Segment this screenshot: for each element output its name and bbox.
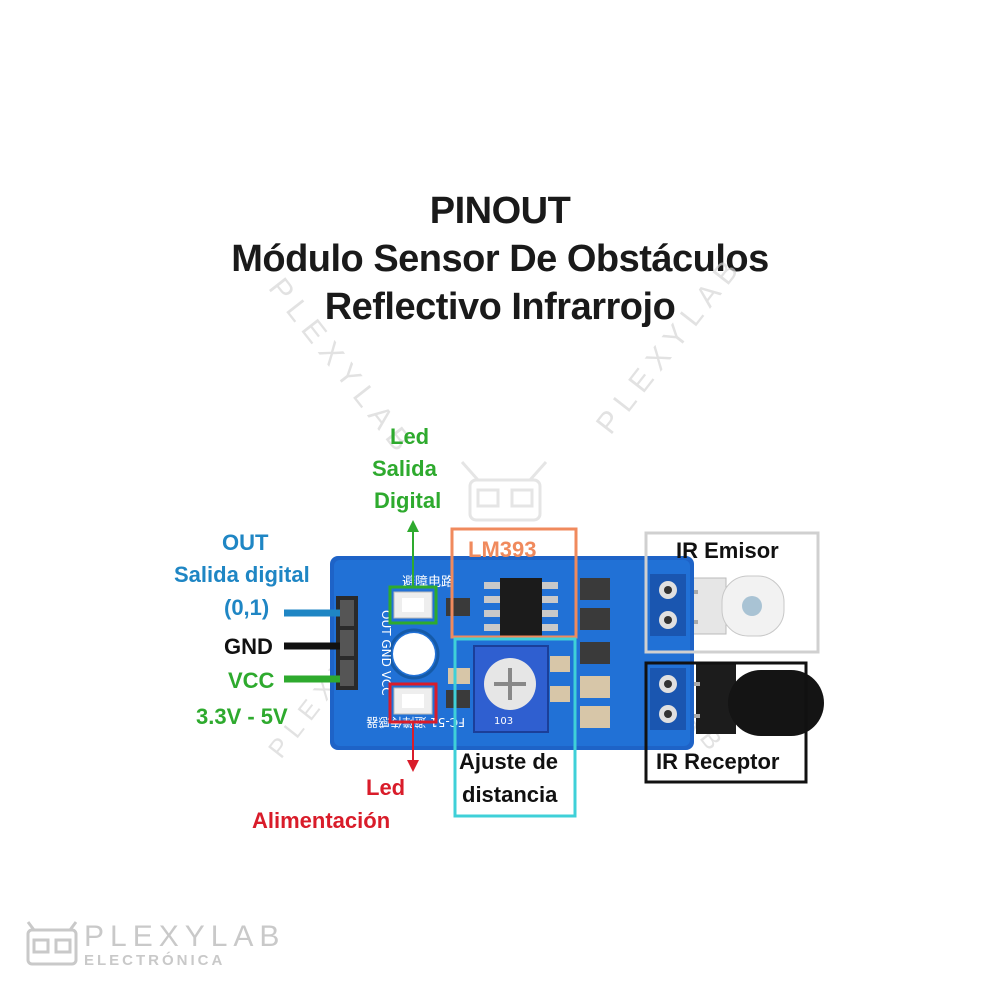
- vcc-label-2: 3.3V - 5V: [196, 704, 288, 729]
- title-line-1: PINOUT: [429, 190, 571, 232]
- robot-logo-icon: [26, 921, 78, 966]
- led-power-label-2: Alimentación: [252, 808, 391, 833]
- led-digital-label-3: Digital: [374, 488, 442, 513]
- robot-logo-watermark: [460, 461, 548, 522]
- distance-label-2: distancia: [462, 782, 558, 807]
- brand-sub: ELECTRÓNICA: [84, 952, 226, 969]
- header-pins: [336, 596, 358, 690]
- title-line-3: Reflectivo Infrarrojo: [324, 286, 676, 328]
- led-digital-label-1: Led: [390, 424, 430, 449]
- out-label-3: (0,1): [224, 595, 270, 620]
- ir-receiver-label: IR Receptor: [656, 749, 780, 774]
- out-label-2: Salida digital: [174, 562, 310, 587]
- vcc-label-1: VCC: [228, 668, 275, 693]
- distance-box: [453, 637, 577, 818]
- brand-name: PLEXYLAB: [84, 920, 286, 953]
- brand-logo: PLEXYLAB ELECTRÓNICA: [84, 920, 286, 970]
- out-label-1: OUT: [222, 530, 269, 555]
- ir-emitter-component: [662, 575, 785, 637]
- svg-text:103: 103: [494, 716, 513, 727]
- pcb-board: 避障电路 FC-51 避障传感器 OUT GND VCC 1: [330, 556, 694, 750]
- ir-receiver-component: [662, 664, 824, 736]
- lm393-box: [450, 527, 578, 639]
- ir-receiver-box: [644, 661, 808, 784]
- led-power-label-1: Led: [366, 775, 406, 800]
- svg-text:OUT GND VCC: OUT GND VCC: [379, 610, 393, 696]
- led-digital-label-2: Salida: [372, 456, 437, 481]
- title-line-2: Módulo Sensor De Obstáculos: [231, 238, 769, 280]
- distance-label-1: Ajuste de: [459, 749, 559, 774]
- ir-emitter-label: IR Emisor: [676, 538, 779, 563]
- gnd-label: GND: [224, 634, 273, 659]
- lm393-label: LM393: [468, 537, 537, 562]
- ir-emitter-box: [644, 531, 820, 654]
